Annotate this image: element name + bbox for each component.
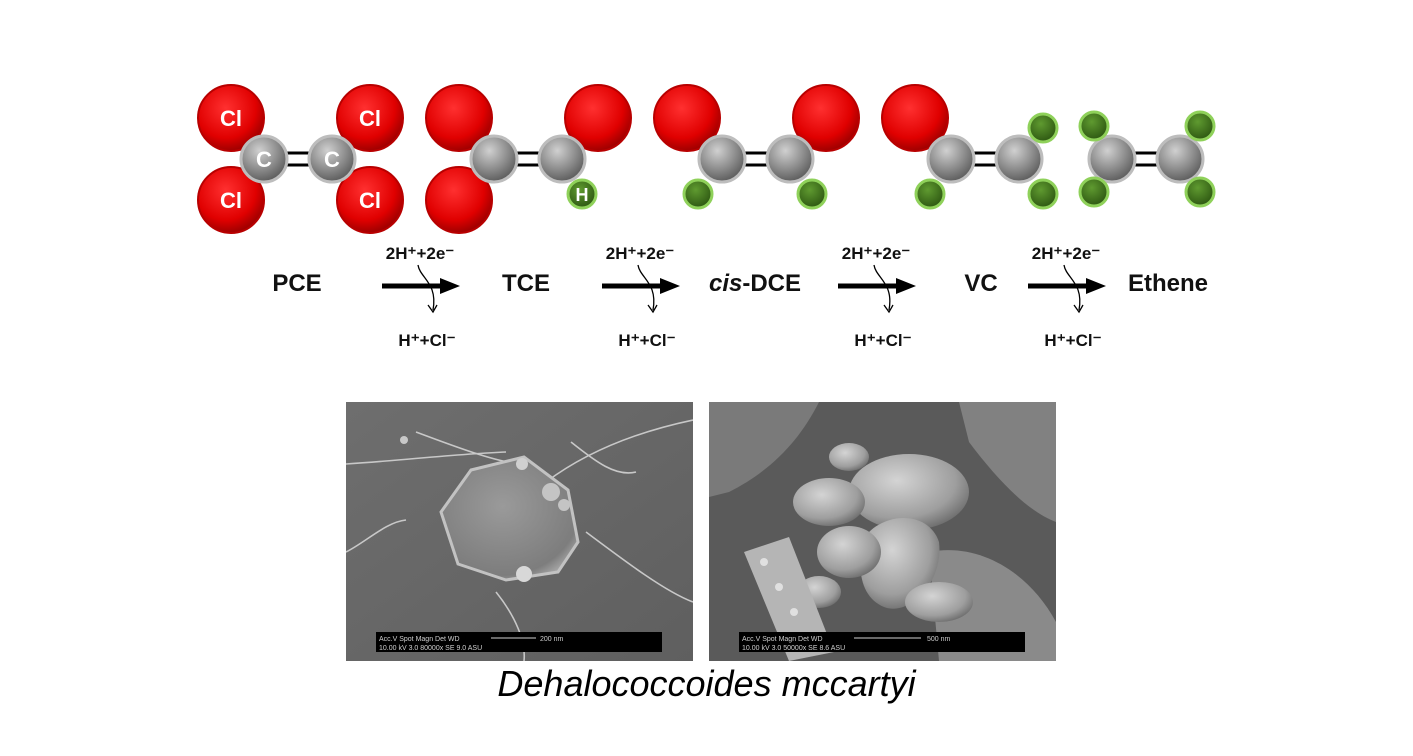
hydrogen-atom xyxy=(1184,176,1216,208)
chlorine-atom xyxy=(197,166,265,234)
micrograph-1-info-values: 10.00 kV 3.0 80000x SE 9.0 ASU xyxy=(379,645,482,652)
carbon-atom xyxy=(469,134,519,184)
compound-label-vc: VC xyxy=(964,270,998,297)
reaction-arrow-1 xyxy=(382,264,460,314)
chlorine-atom xyxy=(792,84,860,152)
chlorine-atom xyxy=(653,84,721,152)
micrograph-2-scale-label: 500 nm xyxy=(927,636,951,643)
carbon-label: C xyxy=(324,147,340,172)
hydrogen-atom xyxy=(914,178,946,210)
micrograph-1-scale-label: 200 nm xyxy=(540,636,564,643)
sem-micrograph-2: Acc.V Spot Magn Det WD 10.00 kV 3.0 5000… xyxy=(709,402,1056,661)
carbon-atom xyxy=(765,134,815,184)
hydrogen-atom xyxy=(1027,178,1059,210)
step-1-input: 2H⁺+2e⁻ xyxy=(385,244,455,263)
carbon-label: C xyxy=(256,147,272,172)
tce-molecule: H xyxy=(425,84,632,234)
carbon-atom xyxy=(926,134,976,184)
ethene-molecule xyxy=(1078,110,1216,208)
compound-label-dce: -DCE xyxy=(742,270,802,297)
pce-molecule: Cl Cl Cl Cl C C xyxy=(197,84,404,234)
reaction-arrow-4 xyxy=(1028,264,1106,314)
hydrogen-atom xyxy=(1078,110,1110,142)
vc-molecule xyxy=(881,84,1059,210)
step-4-output: H⁺+Cl⁻ xyxy=(1044,331,1102,350)
cis-dce-molecule xyxy=(653,84,860,210)
carbon-atom xyxy=(1087,134,1137,184)
sem-micrograph-1: Acc.V Spot Magn Det WD 10.00 kV 3.0 8000… xyxy=(346,402,693,661)
carbon-atom xyxy=(537,134,587,184)
chlorine-atom xyxy=(564,84,632,152)
chlorine-atom xyxy=(336,166,404,234)
step-2-input: 2H⁺+2e⁻ xyxy=(605,244,675,263)
step-4-input: 2H⁺+2e⁻ xyxy=(1031,244,1101,263)
compound-label-tce: TCE xyxy=(502,270,550,297)
carbon-atom xyxy=(697,134,747,184)
hydrogen-atom xyxy=(1027,112,1059,144)
chlorine-label: Cl xyxy=(359,188,381,213)
hydrogen-atom xyxy=(1184,110,1216,142)
compound-label-pce: PCE xyxy=(272,270,322,297)
compound-prefix-cis: cis xyxy=(708,270,743,297)
compound-label-ethene: Ethene xyxy=(1127,270,1209,297)
reaction-arrow-2 xyxy=(602,264,680,314)
chlorine-atom xyxy=(425,166,493,234)
micrograph-2-info-values: 10.00 kV 3.0 50000x SE 8.6 ASU xyxy=(742,645,845,652)
hydrogen-atom xyxy=(1078,176,1110,208)
micrograph-1-info-header: Acc.V Spot Magn Det WD xyxy=(379,636,460,643)
chlorine-atom xyxy=(425,84,493,152)
hydrogen-atom xyxy=(796,178,828,210)
chlorine-label: Cl xyxy=(220,106,242,131)
carbon-atom xyxy=(239,134,289,184)
carbon-atom xyxy=(307,134,357,184)
micrograph-2-info-header: Acc.V Spot Magn Det WD xyxy=(742,636,823,643)
chlorine-label: Cl xyxy=(359,106,381,131)
chlorine-atom xyxy=(197,84,265,152)
hydrogen-atom xyxy=(682,178,714,210)
step-3-output: H⁺+Cl⁻ xyxy=(854,331,912,350)
reaction-arrows xyxy=(382,264,1106,314)
hydrogen-label: H xyxy=(576,185,589,205)
step-1-output: H⁺+Cl⁻ xyxy=(398,331,456,350)
step-3-input: 2H⁺+2e⁻ xyxy=(841,244,911,263)
reaction-arrow-3 xyxy=(838,264,916,314)
chlorine-atom xyxy=(881,84,949,152)
dechlorination-molecules: Cl Cl Cl Cl C C H xyxy=(197,84,1216,234)
chlorine-atom xyxy=(336,84,404,152)
step-2-output: H⁺+Cl⁻ xyxy=(618,331,676,350)
hydrogen-atom xyxy=(566,178,598,210)
carbon-atom xyxy=(1155,134,1205,184)
carbon-atom xyxy=(994,134,1044,184)
caption: Dehalococcoides mccartyi xyxy=(497,663,916,704)
chlorine-label: Cl xyxy=(220,188,242,213)
compound-label-cis-dce: cis-DCE xyxy=(709,270,801,298)
